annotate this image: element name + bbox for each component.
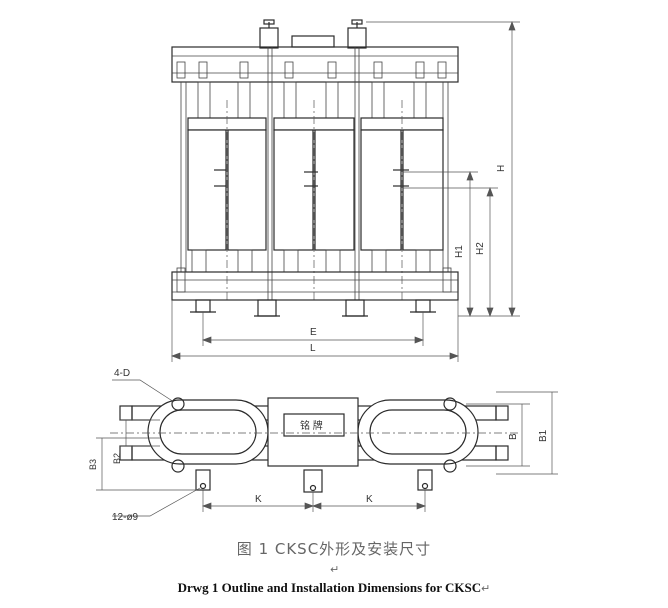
nameplate-label: 铭 牌 bbox=[300, 419, 323, 432]
dim-label-k-left: K bbox=[255, 494, 262, 505]
dim-label-b3: B3 bbox=[88, 459, 98, 470]
dim-label-bolt-holes: 12-ø9 bbox=[112, 512, 139, 523]
top-view: 铭 牌 4-D B B1 bbox=[88, 368, 558, 523]
dim-label-4d: 4-D bbox=[114, 368, 130, 379]
dim-label-e: E bbox=[310, 327, 317, 338]
dim-label-h1: H1 bbox=[454, 245, 465, 258]
dim-label-k-right: K bbox=[366, 494, 373, 505]
dim-label-b2: B2 bbox=[112, 453, 122, 464]
chinese-figure-caption: 图 1 CKSC外形及安装尺寸 bbox=[236, 540, 432, 558]
english-caption-mark: ↵ bbox=[481, 583, 491, 595]
english-figure-caption: Drwg 1 Outline and Installation Dimensio… bbox=[0, 580, 668, 596]
dim-label-b1: B1 bbox=[538, 429, 549, 442]
dim-label-h: H bbox=[496, 165, 507, 172]
dim-label-b: B bbox=[508, 433, 519, 440]
dim-label-l: L bbox=[310, 343, 316, 354]
english-caption-text: Drwg 1 Outline and Installation Dimensio… bbox=[177, 580, 482, 595]
front-view: H H1 H2 E bbox=[171, 19, 520, 362]
paragraph-mark: ↵ bbox=[330, 563, 340, 576]
dim-label-h2: H2 bbox=[475, 242, 486, 255]
